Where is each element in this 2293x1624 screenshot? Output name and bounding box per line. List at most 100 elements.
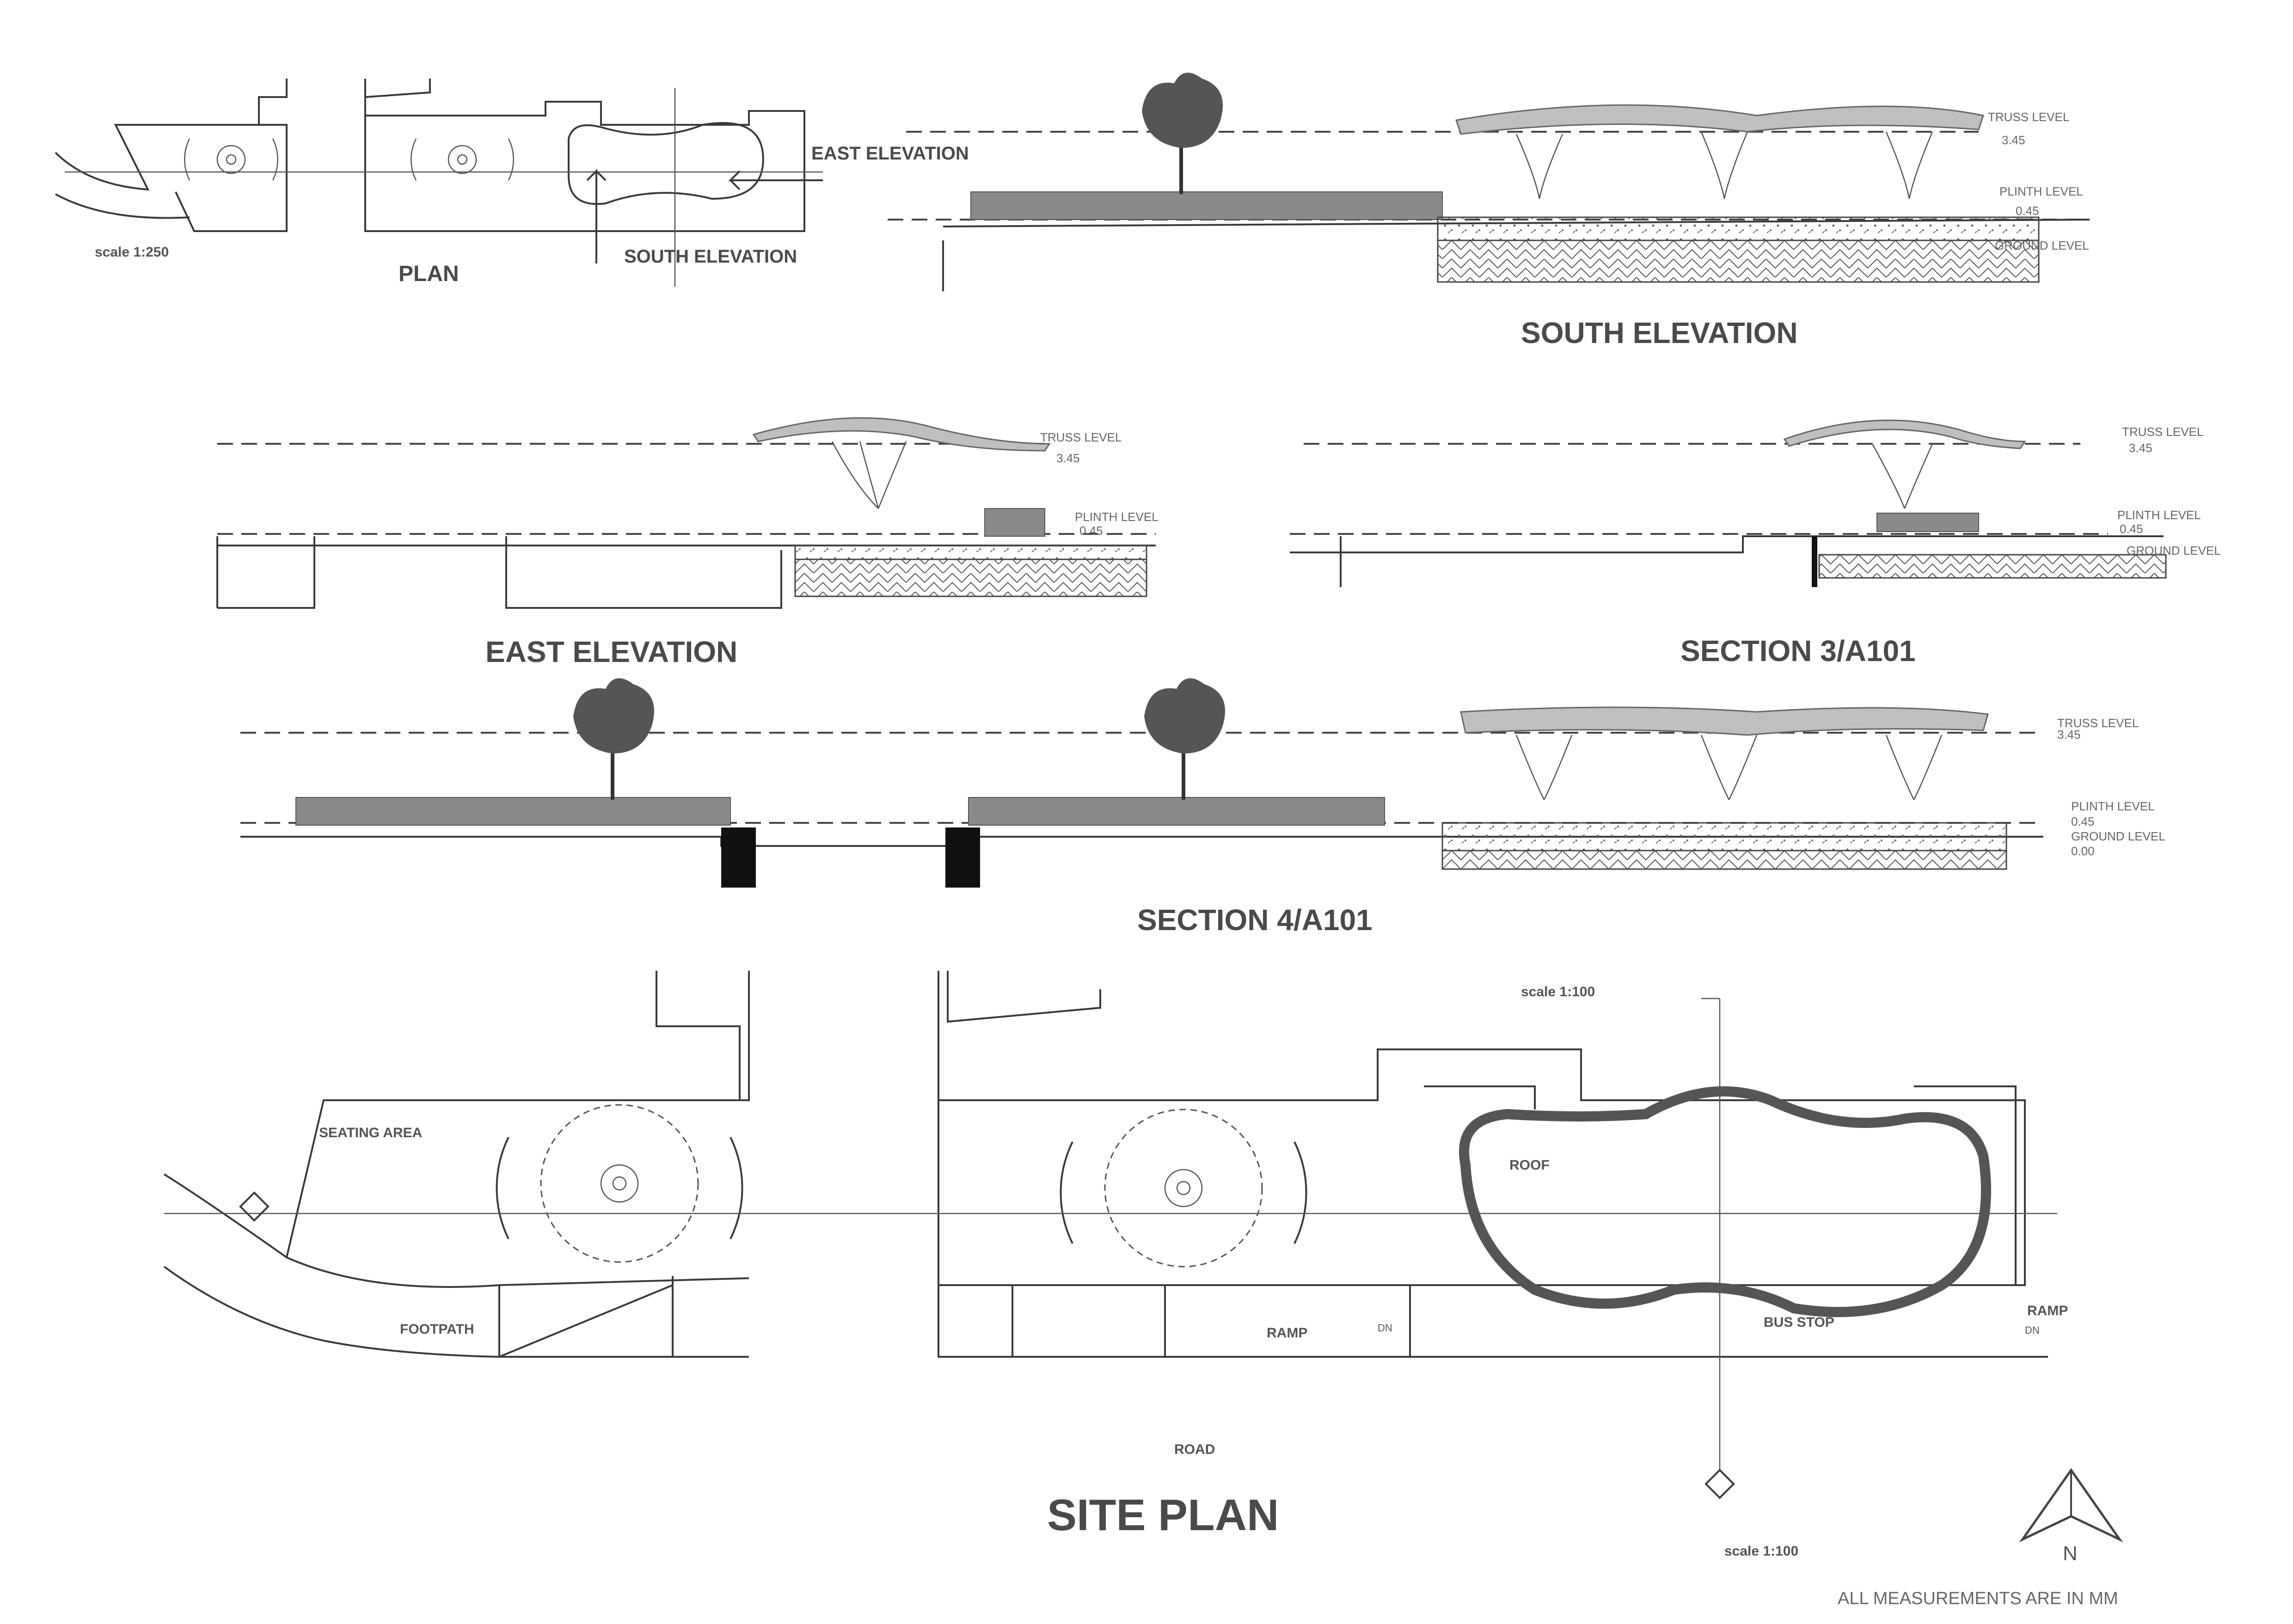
site-scale-bottom: scale 1:100 [1724, 1544, 1798, 1559]
site-footpath: FOOTPATH [400, 1322, 474, 1337]
site-plan-title: SITE PLAN [1047, 1490, 1279, 1540]
plan-arrow-south [586, 169, 607, 264]
section3-truss-value: 3.45 [2129, 441, 2152, 455]
plan-drawing: EAST ELEVATION SOUTH ELEVATION scale 1:2… [55, 79, 969, 287]
plan-tree-symbol-2 [411, 138, 514, 181]
east-truss-level: TRUSS LEVEL [1040, 430, 1122, 444]
site-tree-symbol-2 [1060, 1109, 1307, 1268]
site-ramp-right: RAMP [2027, 1303, 2068, 1318]
site-scale-top: scale 1:100 [1521, 984, 1595, 999]
section4-pier-2 [945, 827, 980, 888]
plan-roof-outline [568, 122, 764, 205]
plan-scale: scale 1:250 [95, 245, 169, 260]
plan-wall [258, 79, 288, 125]
east-truss-value: 3.45 [1056, 451, 1080, 465]
section3-title: SECTION 3/A101 [1680, 634, 1916, 668]
south-elevation-title: SOUTH ELEVATION [1521, 316, 1798, 349]
east-elevation-drawing: TRUSS LEVEL 3.45 PLINTH LEVEL 0.45 EAST … [216, 417, 1159, 668]
section3-bench [1876, 513, 1979, 532]
site-roof-label: ROOF [1509, 1158, 1550, 1173]
east-ground [216, 536, 1156, 609]
section4-ground [240, 836, 2043, 847]
plan-right-block [364, 79, 805, 232]
section4-tree-1 [573, 678, 654, 800]
site-right-block [938, 971, 2048, 1358]
section4-drawing: TRUSS LEVEL 3.45 PLINTH LEVEL 0.45 GROUN… [240, 678, 2165, 937]
section4-pier-1 [721, 827, 756, 888]
plan-tree-symbol-1 [184, 138, 278, 181]
south-plinth [1437, 216, 2040, 241]
site-section-marker-4 [239, 1191, 270, 1222]
north-arrow-label: N [2063, 1542, 2078, 1565]
site-dn-left: DN [1378, 1322, 1392, 1334]
east-planter [984, 508, 1045, 537]
section3-foundation [1818, 554, 2167, 579]
site-footpath-edge-1 [163, 1173, 749, 1288]
section3-truss-column [1871, 443, 1933, 509]
plan-footpath [55, 193, 190, 219]
section4-truss-value: 3.45 [2057, 728, 2081, 742]
section3-plinth-value: 0.45 [2120, 522, 2143, 536]
section4-plinth [1441, 822, 2007, 852]
south-truss-value: 3.45 [2002, 133, 2025, 147]
plan-south-label: SOUTH ELEVATION [624, 246, 797, 267]
plan-east-label: EAST ELEVATION [811, 143, 969, 164]
site-road-label: ROAD [1174, 1442, 1215, 1457]
site-seating-area: SEATING AREA [319, 1125, 422, 1140]
south-foundation [1437, 239, 2040, 283]
section4-truss-level: TRUSS LEVEL [2057, 716, 2139, 730]
site-bus-stop-frame [1424, 1085, 2017, 1285]
south-truss-level: TRUSS LEVEL [1988, 110, 2069, 124]
section4-tree-2 [1144, 678, 1225, 800]
plan-left-block [55, 124, 288, 232]
east-plinth-level: PLINTH LEVEL [1075, 510, 1159, 524]
south-tree [1142, 73, 1223, 194]
section4-foundation [1441, 850, 2007, 870]
north-arrow: N [2019, 1468, 2123, 1565]
site-footpath-edge-2 [163, 1266, 749, 1358]
section4-title: SECTION 4/A101 [1137, 903, 1373, 937]
section4-plinth-value: 0.45 [2071, 815, 2095, 828]
section4-ground-value: 0.00 [2071, 844, 2095, 858]
site-ramp-left: RAMP [1267, 1325, 1307, 1341]
section4-ground-level: GROUND LEVEL [2071, 829, 2165, 843]
plan-arrow-east [728, 170, 823, 190]
site-section-marker-3 [1704, 1469, 1735, 1499]
plan-title: PLAN [399, 262, 459, 286]
section4-truss-columns [1515, 735, 1943, 800]
south-elevation-drawing: TRUSS LEVEL 3.45 PLINTH LEVEL 0.45 GROUN… [888, 73, 2090, 349]
section3-roof [1783, 419, 2026, 449]
site-plan-drawing: SEATING AREA FOOTPATH RAMP DN RAMP DN RO… [163, 971, 2068, 1559]
section3-ground-level: GROUND LEVEL [2127, 544, 2221, 558]
site-roof-outline [1459, 1086, 1991, 1318]
south-planter [970, 191, 1443, 220]
site-right-wall [947, 971, 1101, 1023]
section3-drawing: TRUSS LEVEL 3.45 PLINTH LEVEL 0.45 GROUN… [1290, 419, 2221, 668]
east-elevation-title: EAST ELEVATION [485, 635, 737, 668]
east-roof [752, 417, 1051, 452]
section4-planter-2 [968, 797, 1385, 826]
section4-plinth-level: PLINTH LEVEL [2071, 799, 2155, 813]
measurement-note: ALL MEASUREMENTS ARE IN MM [1838, 1589, 2118, 1608]
site-footpath-lines [498, 1276, 674, 1358]
south-roof [1455, 104, 1984, 135]
east-plinth-value: 0.45 [1079, 524, 1103, 538]
east-plinth [794, 545, 1147, 560]
south-plinth-value: 0.45 [2016, 204, 2039, 218]
south-ground-level: GROUND LEVEL [1995, 239, 2089, 252]
south-plinth-level: PLINTH LEVEL [1999, 184, 2083, 198]
site-left-block [286, 971, 750, 1258]
site-bus-stop-label: BUS STOP [1764, 1315, 1834, 1330]
section4-planter-1 [295, 797, 731, 826]
site-dn-right: DN [2025, 1324, 2040, 1336]
east-truss-column [831, 441, 907, 509]
east-foundation [794, 558, 1147, 597]
south-truss-columns [1515, 131, 1933, 199]
site-tree-symbol-1 [496, 1104, 743, 1263]
section3-plinth-level: PLINTH LEVEL [2117, 508, 2201, 522]
section3-truss-level: TRUSS LEVEL [2122, 425, 2203, 439]
plan-wall-2 [364, 79, 431, 98]
section3-ground [1290, 535, 2164, 587]
